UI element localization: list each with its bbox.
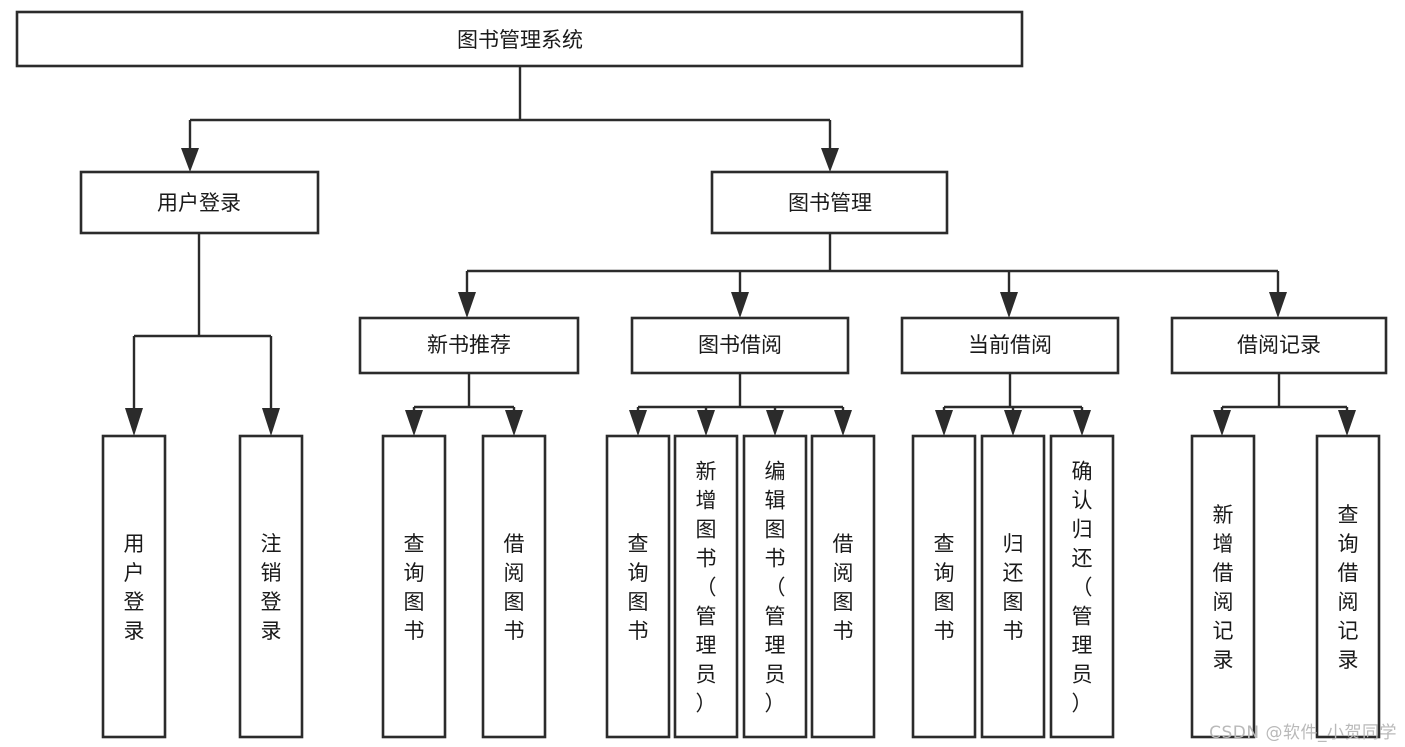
connectors-layer — [125, 66, 1356, 436]
node-leaf-confirm-return-label: 确认归还（管理员） — [1072, 460, 1093, 716]
node-leaf-query-book-1-label: 查询图书 — [404, 532, 425, 643]
arrow-to-leaf-query-record — [1338, 410, 1356, 436]
node-leaf-add-book-label: 新增图书（管理员） — [696, 460, 717, 716]
node-leaf-borrow-book-1-label: 借阅图书 — [504, 532, 525, 643]
arrow-to-leaf-query-book-3 — [935, 410, 953, 436]
node-borrow-record[interactable]: 借阅记录 — [1170, 316, 1388, 375]
node-leaf-query-book-3[interactable]: 查询图书 — [911, 434, 977, 739]
arrow-to-leaf-query-book-2 — [629, 410, 647, 436]
arrow-to-leaf-return-book — [1004, 410, 1022, 436]
node-leaf-return-book-label: 归还图书 — [1003, 532, 1024, 643]
node-leaf-borrow-book-1[interactable]: 借阅图书 — [481, 434, 547, 739]
arrow-to-leaf-borrow-book-2 — [834, 410, 852, 436]
node-borrow-record-label: 借阅记录 — [1237, 333, 1321, 357]
arrow-to-leaf-user-login — [125, 408, 143, 436]
node-leaf-logout-label: 注销登录 — [261, 532, 282, 643]
arrow-to-borrow-record — [1269, 292, 1287, 318]
arrow-to-leaf-confirm-return — [1073, 410, 1091, 436]
node-leaf-add-record-label: 新增借阅记录 — [1213, 503, 1234, 672]
node-root-label: 图书管理系统 — [457, 28, 583, 52]
nodes-layer: 图书管理系统 用户登录 图书管理 新书推荐 图书借阅 — [15, 10, 1388, 739]
node-root[interactable]: 图书管理系统 — [15, 10, 1024, 68]
node-new-book-rec[interactable]: 新书推荐 — [358, 316, 580, 375]
arrow-to-new-book-rec — [458, 292, 476, 318]
node-leaf-edit-book-label: 编辑图书（管理员） — [765, 460, 786, 716]
node-leaf-query-book-1[interactable]: 查询图书 — [381, 434, 447, 739]
node-leaf-query-book-2-label: 查询图书 — [628, 532, 649, 643]
node-leaf-add-book[interactable]: 新增图书（管理员） — [673, 434, 739, 739]
node-current-borrow[interactable]: 当前借阅 — [900, 316, 1120, 375]
node-leaf-query-book-3-label: 查询图书 — [934, 532, 955, 643]
node-leaf-logout[interactable]: 注销登录 — [238, 434, 304, 739]
node-leaf-add-record[interactable]: 新增借阅记录 — [1190, 434, 1256, 739]
node-leaf-query-record[interactable]: 查询借阅记录 — [1315, 434, 1381, 739]
arrow-to-leaf-add-book — [697, 410, 715, 436]
node-new-book-rec-label: 新书推荐 — [427, 333, 511, 357]
node-leaf-borrow-book-2[interactable]: 借阅图书 — [810, 434, 876, 739]
arrow-to-leaf-edit-book — [766, 410, 784, 436]
arrow-to-book-borrow — [731, 292, 749, 318]
arrow-to-leaf-add-record — [1213, 410, 1231, 436]
node-leaf-confirm-return[interactable]: 确认归还（管理员） — [1049, 434, 1115, 739]
arrow-to-current-borrow — [1000, 292, 1018, 318]
node-leaf-return-book[interactable]: 归还图书 — [980, 434, 1046, 739]
node-user-login[interactable]: 用户登录 — [79, 170, 320, 235]
node-book-borrow[interactable]: 图书借阅 — [630, 316, 850, 375]
arrow-to-user-login — [181, 148, 199, 172]
arrow-to-leaf-logout — [262, 408, 280, 436]
node-leaf-user-login[interactable]: 用户登录 — [101, 434, 167, 739]
node-leaf-edit-book[interactable]: 编辑图书（管理员） — [742, 434, 808, 739]
node-current-borrow-label: 当前借阅 — [968, 333, 1052, 357]
node-leaf-query-record-label: 查询借阅记录 — [1338, 503, 1359, 672]
arrow-to-leaf-borrow-book-1 — [505, 410, 523, 436]
node-leaf-borrow-book-2-label: 借阅图书 — [833, 532, 854, 643]
node-leaf-user-login-label: 用户登录 — [124, 532, 145, 643]
node-book-manage[interactable]: 图书管理 — [710, 170, 949, 235]
node-user-login-label: 用户登录 — [157, 191, 241, 215]
node-book-borrow-label: 图书借阅 — [698, 333, 782, 357]
arrow-to-leaf-query-book-1 — [405, 410, 423, 436]
node-leaf-query-book-2[interactable]: 查询图书 — [605, 434, 671, 739]
arrow-to-book-manage — [821, 148, 839, 172]
node-book-manage-label: 图书管理 — [788, 191, 872, 215]
